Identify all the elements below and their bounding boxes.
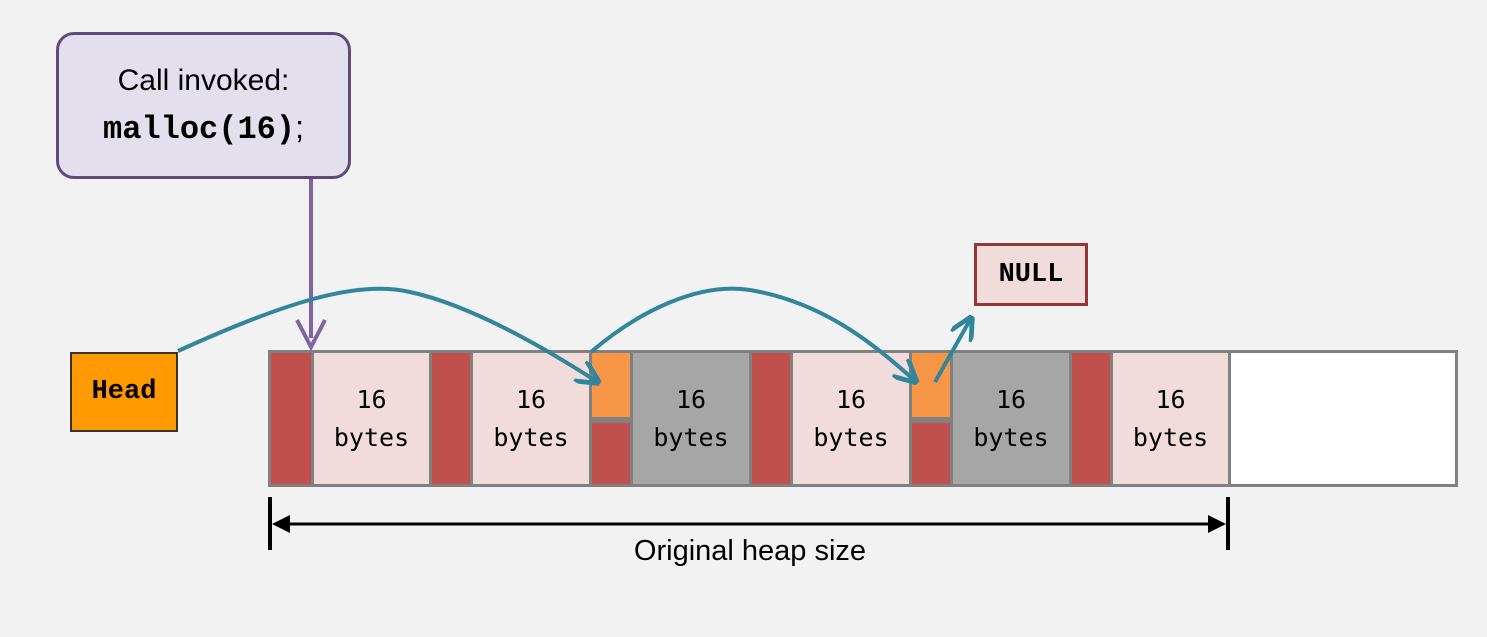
heap-block-allocated: 16 bytes [470, 353, 592, 484]
original-heap-size-label: Original heap size [633, 535, 867, 567]
block-header [271, 353, 311, 484]
block-header [912, 423, 950, 484]
head-pointer-box: Head [70, 352, 178, 432]
block-header [752, 353, 790, 484]
heap-block-allocated: 16 bytes [1110, 353, 1231, 484]
call-pointer-arrowhead [295, 319, 327, 352]
block-size-unit: bytes [813, 422, 889, 452]
heap-block-free: 16 bytes [630, 353, 752, 484]
heap-memory-bar: 16 bytes 16 bytes 16 bytes 16 bytes 16 b… [268, 350, 1458, 487]
size-dimension-left-arrowhead [272, 515, 290, 533]
block-size-unit: bytes [493, 422, 569, 452]
null-terminator-box: NULL [974, 243, 1088, 306]
block-size-value: 16 [835, 384, 867, 414]
callout-code-line: malloc(16); [103, 104, 304, 153]
free-block-next-link-arrow [589, 286, 914, 380]
callout-title: Call invoked: [117, 64, 290, 97]
block-size-unit: bytes [1132, 422, 1209, 452]
callout-semicolon: ; [295, 109, 304, 145]
size-dimension-right-arrowhead [1208, 515, 1226, 533]
block-header [592, 423, 630, 484]
block-size-unit: bytes [333, 422, 410, 452]
block-header [1072, 353, 1110, 484]
block-header [432, 353, 470, 484]
callout-code: malloc(16) [103, 111, 296, 148]
heap-block-allocated: 16 bytes [311, 353, 432, 484]
free-block-header [592, 353, 630, 484]
malloc-call-callout: Call invoked: malloc(16); [56, 32, 351, 179]
free-block-to-null-arrow [933, 320, 970, 383]
block-size-value: 16 [1155, 384, 1186, 414]
block-size-unit: bytes [973, 422, 1049, 452]
head-to-free-block-link-arrow [177, 286, 596, 381]
block-size-value: 16 [515, 384, 547, 414]
block-size-value: 16 [995, 384, 1027, 414]
block-size-value: 16 [356, 384, 387, 414]
block-size-unit: bytes [653, 422, 729, 452]
heap-block-free: 16 bytes [950, 353, 1072, 484]
unallocated-heap-region [1231, 353, 1455, 484]
heap-block-allocated: 16 bytes [790, 353, 912, 484]
block-size-value: 16 [675, 384, 707, 414]
